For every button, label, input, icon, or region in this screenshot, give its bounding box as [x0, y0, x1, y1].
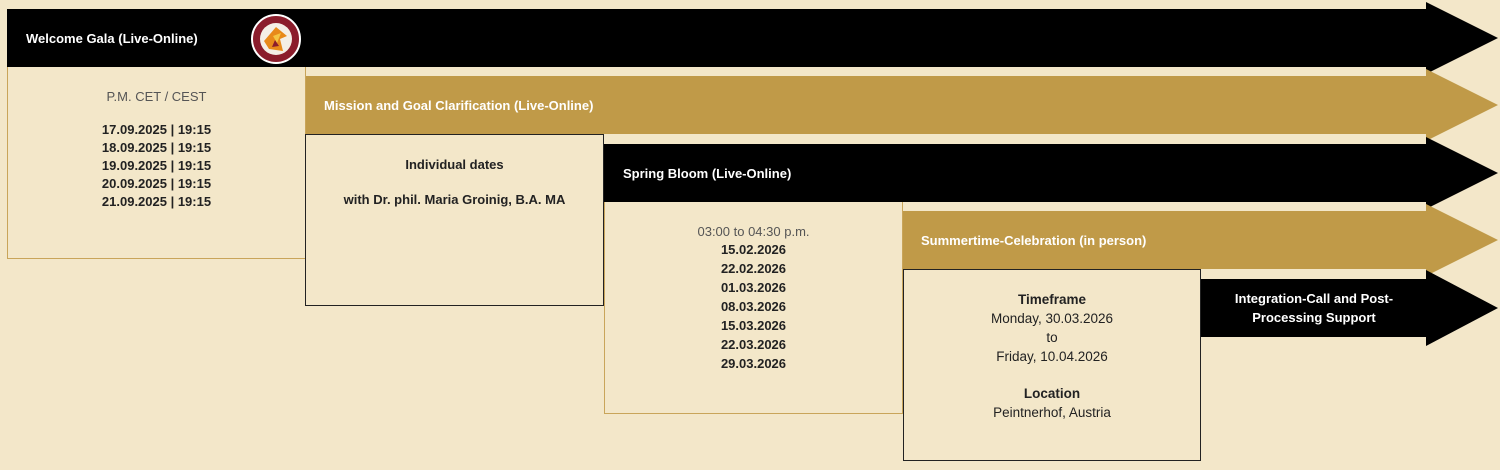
phase-arrow-mission-goal: Mission and Goal Clarification (Live-Onl… [306, 76, 1427, 134]
arrow-head [1426, 137, 1498, 209]
phase-title-line-1: Integration-Call and Post- [1234, 291, 1394, 306]
summertime-details: Timeframe Monday, 30.03.2026 to Friday, … [903, 269, 1201, 461]
arrow-head [1426, 69, 1498, 141]
date-item: 20.09.2025 | 19:15 [101, 176, 212, 191]
seal-logo-icon [251, 14, 301, 64]
date-item: 21.09.2025 | 19:15 [101, 194, 212, 209]
date-item: 19.09.2025 | 19:15 [101, 158, 212, 173]
arrow-head [1426, 204, 1498, 276]
timeframe-label: Timeframe [1017, 292, 1087, 307]
phase-arrow-summertime: Summertime-Celebration (in person) [903, 211, 1427, 269]
arrow-head [1426, 270, 1498, 346]
individual-dates-heading: Individual dates [405, 157, 504, 172]
phase-arrow-integration-call: Integration-Call and Post- Processing Su… [1201, 279, 1427, 337]
phase-title: Mission and Goal Clarification (Live-Onl… [324, 97, 594, 113]
arrow-head [1426, 2, 1498, 74]
time-zone-note: P.M. CET / CEST [106, 89, 207, 104]
date-item: 15.03.2026 [720, 318, 787, 333]
spring-bloom-details: 03:00 to 04:30 p.m. 15.02.2026 22.02.202… [604, 202, 903, 414]
phase-arrow-spring-bloom: Spring Bloom (Live-Online) [604, 144, 1427, 202]
session-time: 03:00 to 04:30 p.m. [697, 224, 810, 239]
to-word: to [1046, 330, 1058, 345]
date-item: 01.03.2026 [720, 280, 787, 295]
phase-title: Summertime-Celebration (in person) [921, 232, 1147, 248]
end-date: Friday, 10.04.2026 [996, 349, 1108, 364]
phase-title: Spring Bloom (Live-Online) [623, 165, 792, 181]
mission-goal-details: Individual dates with Dr. phil. Maria Gr… [305, 134, 604, 306]
phase-arrow-welcome-gala: Welcome Gala (Live-Online) [7, 9, 1427, 67]
phase-title: Welcome Gala (Live-Online) [26, 30, 198, 46]
coach-name: with Dr. phil. Maria Groinig, B.A. MA [343, 192, 566, 207]
welcome-gala-details: P.M. CET / CEST 17.09.2025 | 19:15 18.09… [7, 67, 306, 259]
location-label: Location [1023, 386, 1081, 401]
date-item: 22.02.2026 [720, 261, 787, 276]
date-item: 17.09.2025 | 19:15 [101, 122, 212, 137]
start-date: Monday, 30.03.2026 [990, 311, 1114, 326]
date-item: 22.03.2026 [720, 337, 787, 352]
date-item: 08.03.2026 [720, 299, 787, 314]
location-value: Peintnerhof, Austria [993, 405, 1111, 420]
date-item: 29.03.2026 [720, 356, 787, 371]
date-item: 18.09.2025 | 19:15 [101, 140, 212, 155]
date-item: 15.02.2026 [720, 242, 787, 257]
phase-title-line-2: Processing Support [1252, 310, 1376, 325]
